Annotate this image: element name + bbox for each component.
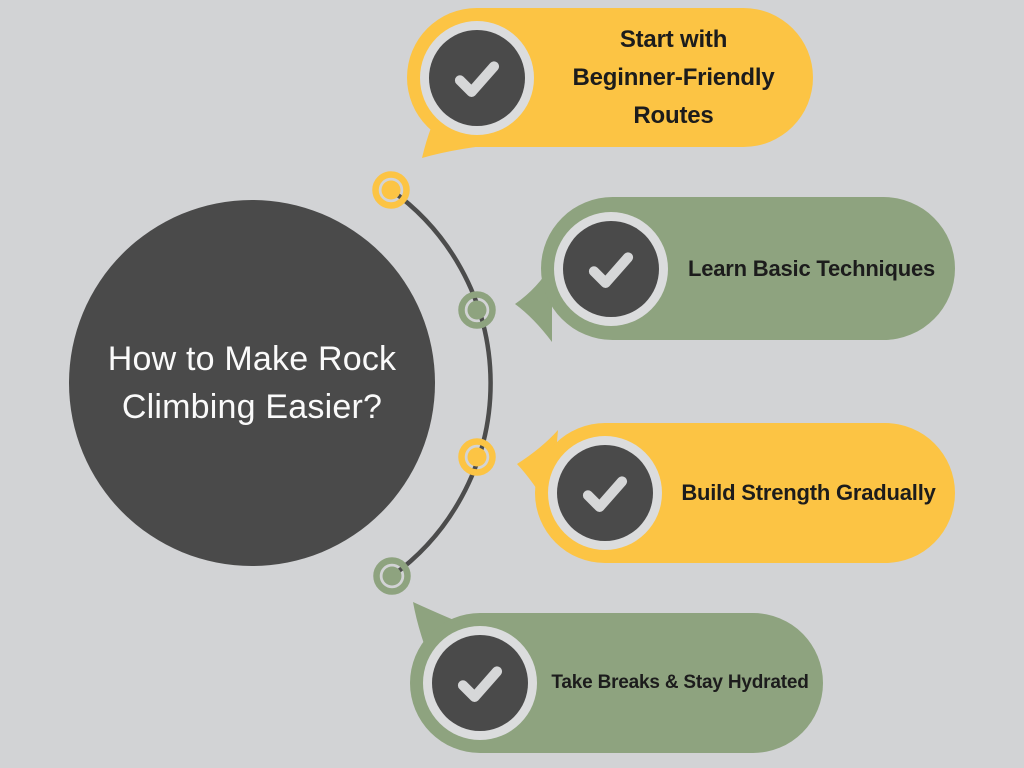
step-bubble-4: Take Breaks & Stay Hydrated bbox=[410, 613, 823, 753]
check-icon bbox=[563, 220, 659, 317]
check-icon bbox=[429, 29, 525, 126]
check-badge bbox=[420, 20, 534, 135]
step-label: Build Strength Gradually bbox=[681, 480, 936, 505]
central-topic-circle: How to Make Rock Climbing Easier? bbox=[69, 200, 435, 566]
check-badge bbox=[548, 436, 662, 550]
check-badge bbox=[554, 211, 668, 326]
check-icon bbox=[432, 635, 528, 731]
step-bubble-3: Build Strength Gradually bbox=[535, 423, 955, 563]
step-label: Start with Beginner-Friendly Routes bbox=[572, 25, 775, 129]
check-badge bbox=[423, 626, 537, 740]
step-bubble-1: Start with Beginner-Friendly Routes bbox=[407, 8, 813, 147]
step-label: Take Breaks & Stay Hydrated bbox=[551, 672, 809, 693]
step-label: Learn Basic Techniques bbox=[687, 255, 936, 281]
timeline-node-4 bbox=[373, 557, 411, 595]
check-icon bbox=[557, 445, 653, 541]
timeline-node-2 bbox=[458, 291, 496, 329]
timeline-node-3 bbox=[458, 438, 496, 476]
page-title: How to Make Rock Climbing Easier? bbox=[107, 340, 397, 426]
step-bubble-2: Learn Basic Techniques bbox=[541, 197, 955, 340]
timeline-node-1 bbox=[372, 171, 410, 209]
